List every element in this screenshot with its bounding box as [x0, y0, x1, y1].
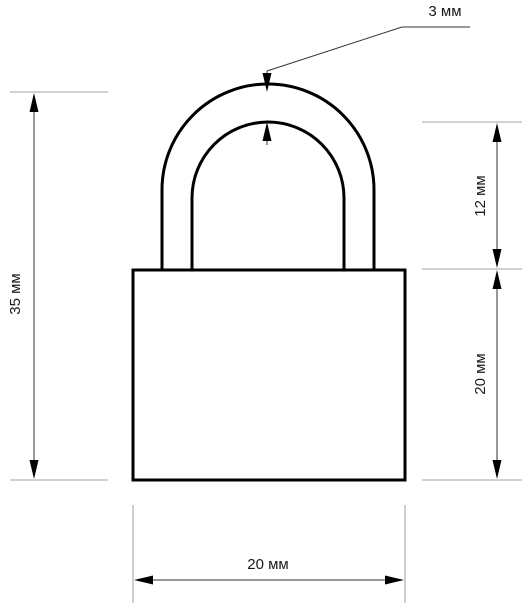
- shackle-clearance-label: 12 мм: [472, 175, 489, 216]
- body-height-dimension: 20 мм: [472, 270, 502, 479]
- body-height-label: 20 мм: [472, 353, 489, 394]
- shackle-thickness-label: 3 мм: [428, 3, 461, 20]
- total-height-arrow-bottom: [29, 460, 39, 479]
- total-height-label: 35 мм: [7, 273, 24, 314]
- total-height-dimension: 35 мм: [7, 93, 39, 479]
- body-height-arrow-bottom: [492, 460, 502, 479]
- thickness-arrow-bottom: [262, 122, 272, 141]
- clearance-arrow-bottom: [492, 249, 502, 268]
- extension-lines: [10, 91, 522, 603]
- body-height-arrow-top: [492, 270, 502, 289]
- body-width-dimension: 20 мм: [134, 556, 404, 585]
- thickness-leader-line: [266, 26, 403, 72]
- shackle-inner-line: [190, 120, 346, 270]
- padlock-shackle: [160, 82, 376, 270]
- body-width-label: 20 мм: [247, 556, 288, 573]
- body-width-arrow-left: [134, 575, 153, 585]
- shackle-thickness-dimension: 3 мм: [262, 3, 470, 145]
- padlock-body: [131, 268, 407, 482]
- body-width-arrow-right: [385, 575, 404, 585]
- thickness-arrow-top: [262, 73, 272, 92]
- clearance-arrow-top: [492, 123, 502, 142]
- shackle-clearance-dimension: 12 мм: [472, 123, 502, 268]
- total-height-arrow-top: [29, 93, 39, 112]
